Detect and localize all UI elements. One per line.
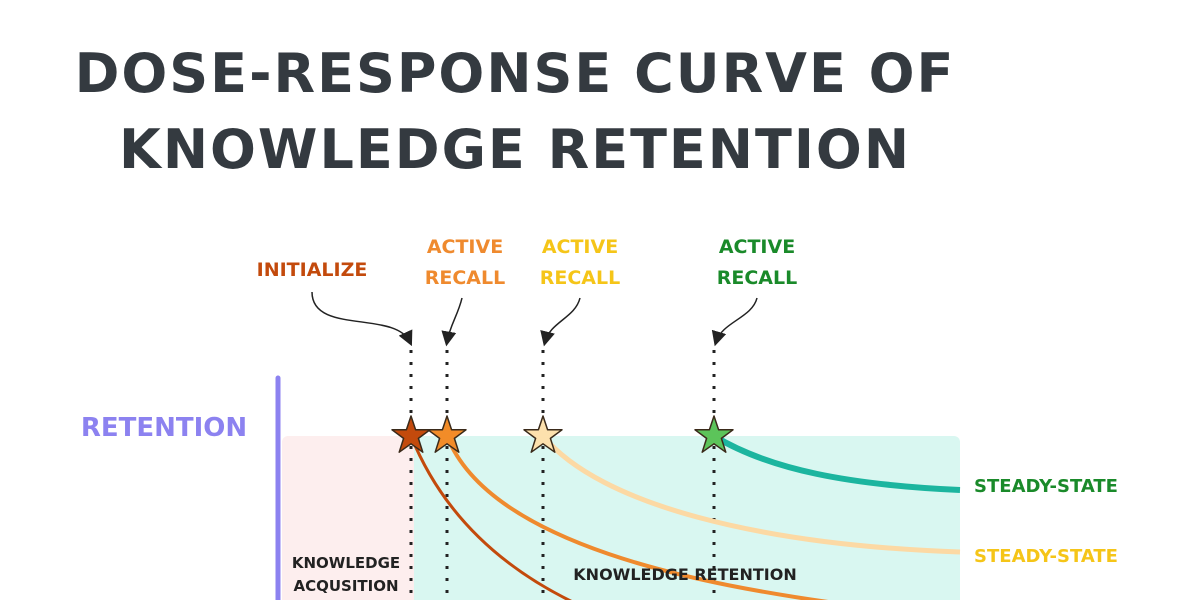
title-line-1: DOSE-RESPONSE CURVE OF	[74, 42, 956, 105]
acquisition-region	[282, 436, 414, 600]
steady-state-label-green: STEADY-STATE	[974, 476, 1118, 497]
event-label-recall-1-line1: ACTIVE	[427, 236, 503, 258]
decay-curve-initialize	[409, 435, 573, 600]
event-label-initialize: INITIALIZE	[257, 259, 368, 281]
star-icon-recall-2	[523, 415, 563, 453]
decay-curve-recall-2	[541, 434, 961, 555]
acquisition-label-line1: KNOWLEDGE	[292, 554, 400, 572]
decay-curve-recall-1	[445, 435, 829, 600]
y-axis-label: RETENTION	[81, 413, 247, 443]
event-label-recall-2-line2: RECALL	[540, 267, 620, 289]
star-icon-initialize	[391, 415, 431, 453]
star-icon-recall-3	[694, 415, 734, 453]
event-label-recall-3-line2: RECALL	[717, 267, 797, 289]
event-label-recall-1-line2: RECALL	[425, 267, 505, 289]
event-label-recall-2-line1: ACTIVE	[542, 236, 618, 258]
arrow-initialize	[311, 291, 413, 347]
event-label-recall-3-line1: ACTIVE	[719, 236, 795, 258]
arrow-recall-2	[540, 297, 581, 347]
retention-region-label: KNOWLEDGE RETENTION	[573, 565, 796, 584]
arrow-recall-3	[711, 297, 758, 347]
decay-curve-recall-3	[712, 433, 961, 493]
title-line-2: KNOWLEDGE RETENTION	[118, 118, 912, 181]
star-icon-recall-1	[427, 415, 467, 453]
arrow-recall-1	[441, 297, 463, 347]
annotation-arrows	[311, 291, 758, 347]
steady-state-label-yellow: STEADY-STATE	[974, 546, 1118, 567]
acquisition-label-line2: ACQUSITION	[293, 577, 398, 595]
